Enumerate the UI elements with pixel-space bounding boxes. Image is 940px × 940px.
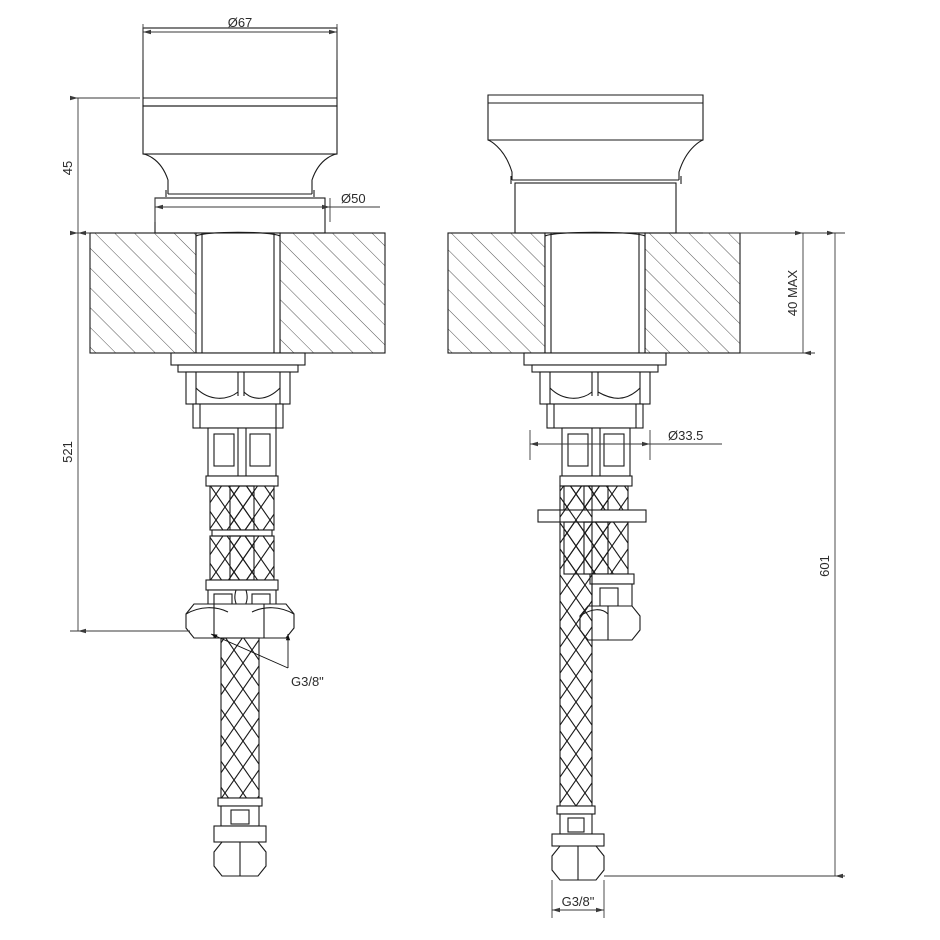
spout-flare [142, 153, 338, 197]
braided-flex-hose-lower [217, 637, 263, 827]
dimension-40max: 40 MAX [740, 230, 815, 356]
dim-label-dia335: Ø33.5 [668, 428, 703, 443]
dim-label-601: 601 [817, 555, 832, 577]
hose-end-nut [213, 825, 267, 877]
dim-label-45: 45 [60, 161, 75, 175]
counter-section-hatch-left [89, 232, 386, 354]
dimension-dia67: Ø67 [142, 15, 338, 60]
dim-label-40max: 40 MAX [785, 270, 800, 317]
dim-label-g38-bottom: G3/8" [562, 894, 595, 909]
dim-label-dia50: Ø50 [341, 191, 366, 206]
dimension-g38-bottom: G3/8" [551, 880, 605, 918]
dimension-45: 45 [60, 95, 140, 236]
spout-base-collar-right [514, 182, 677, 234]
spout-cap-cylinder-right [487, 94, 704, 141]
hex-coupling-nut [185, 603, 295, 639]
spout-base-collar [154, 197, 326, 234]
dimension-dia335: Ø33.5 [529, 428, 722, 460]
lock-nut [185, 371, 291, 429]
braided-flex-hose-right-long [556, 485, 596, 835]
mounting-shank [195, 231, 281, 354]
mounting-shank-right [544, 231, 646, 354]
dim-label-dia67: Ø67 [228, 15, 253, 30]
dimension-521: 521 [60, 230, 190, 634]
lock-nut-right [539, 371, 651, 429]
dimension-601: 601 [604, 230, 845, 879]
dim-label-g38-left: G3/8" [291, 674, 324, 689]
spout-flare-right [487, 139, 704, 184]
threaded-fitting [205, 427, 279, 487]
washer-plate [170, 352, 306, 373]
front-section-view [89, 27, 386, 877]
dimension-dia50: Ø50 [154, 191, 380, 222]
braided-flex-hose [205, 485, 279, 615]
spout-cap-cylinder [142, 27, 338, 155]
dimension-g38-left: G3/8" [210, 633, 324, 689]
threaded-fitting-right [559, 427, 633, 487]
dim-label-521: 521 [60, 441, 75, 463]
hose-end-nut-right [551, 833, 605, 881]
side-section-view [447, 94, 741, 881]
washer-plate-right [523, 352, 667, 373]
